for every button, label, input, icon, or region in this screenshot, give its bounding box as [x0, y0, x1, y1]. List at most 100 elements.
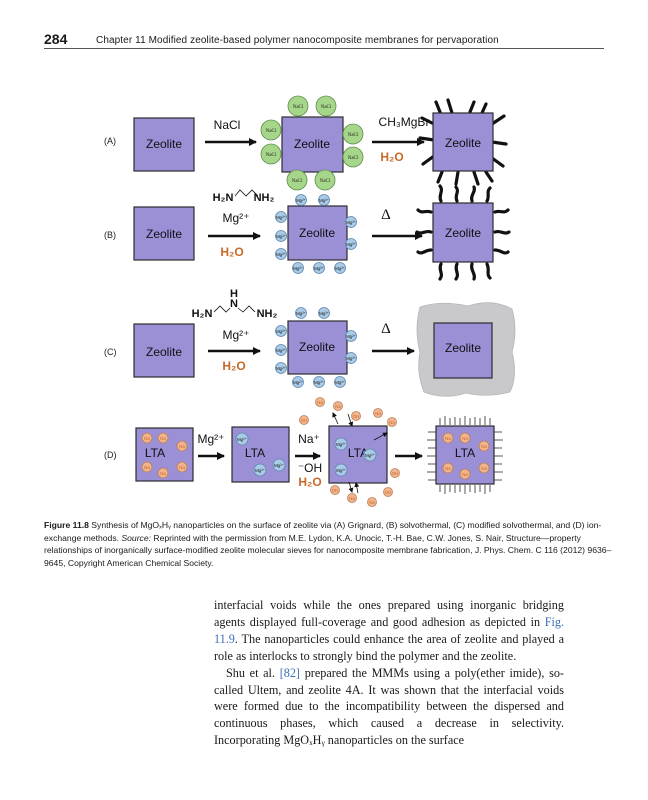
svg-text:Na: Na	[445, 466, 451, 471]
svg-text:Mg²⁺: Mg²⁺	[296, 311, 307, 316]
figure-11-8: .blk { fill:#9b8fd6; stroke:#2c2c2c; str…	[104, 95, 516, 507]
panel-b-diamine: H₂N NH₂	[213, 189, 275, 204]
svg-text:Mg²⁺: Mg²⁺	[255, 468, 266, 473]
panel-a-label: (A)	[104, 136, 116, 146]
panel-d-third-label: LTA	[348, 446, 368, 460]
svg-text:Na: Na	[179, 465, 185, 470]
panel-d-hair-fringe	[427, 416, 503, 494]
panel-a-zeolite-end	[432, 112, 494, 172]
svg-text:Mg²⁺: Mg²⁺	[314, 380, 325, 385]
svg-text:Mg²⁺: Mg²⁺	[365, 453, 376, 458]
svg-text:Mg²⁺: Mg²⁺	[296, 198, 307, 203]
panel-d-second-label: LTA	[245, 446, 265, 460]
svg-text:Na: Na	[349, 496, 355, 501]
caption-label: Figure 11.8	[44, 520, 89, 530]
svg-text:H: H	[230, 288, 238, 300]
caption-source-text: Reprinted with the permission from M.E. …	[44, 532, 612, 568]
panel-a-nacl-particles: NaCl NaCl NaCl NaCl NaCl NaCl NaCl NaCl	[260, 95, 364, 191]
page-number: 284	[44, 31, 68, 47]
panel-a-zeolite-start	[133, 117, 195, 172]
panel-d-exchange-arrows	[332, 412, 388, 494]
svg-text:Mg²⁺: Mg²⁺	[314, 266, 325, 271]
figure-link[interactable]: Fig. 11.9	[214, 614, 564, 646]
reference-link[interactable]: [82]	[279, 665, 300, 680]
svg-text:Mg²⁺: Mg²⁺	[346, 334, 357, 339]
svg-text:NaCl: NaCl	[348, 133, 359, 138]
paragraph-1: interfacial voids while the ones prepare…	[214, 598, 564, 663]
chapter-title: Chapter 11 Modified zeolite-based polyme…	[96, 35, 499, 46]
svg-text:Na: Na	[179, 444, 185, 449]
svg-text:Na: Na	[369, 500, 375, 505]
panel-d-water: H₂O	[298, 475, 321, 489]
panel-b-zeolite-middle	[287, 205, 348, 261]
panel-a-grignard-reagent: CH₃MgBr	[379, 115, 430, 129]
svg-text:Na: Na	[481, 444, 487, 449]
panel-d-third-mg: Mg²⁺ Mg²⁺ Mg²⁺	[334, 437, 377, 477]
svg-text:Mg²⁺: Mg²⁺	[276, 348, 287, 353]
svg-text:OH: OH	[332, 488, 339, 493]
panel-b-heat: Δ	[381, 207, 391, 223]
panel-c-zeolite-start	[133, 323, 195, 378]
svg-text:NaCl: NaCl	[348, 156, 359, 161]
svg-text:Na: Na	[160, 436, 166, 441]
svg-text:Mg²⁺: Mg²⁺	[336, 468, 347, 473]
svg-text:OH: OH	[392, 471, 399, 476]
svg-text:Na: Na	[375, 411, 381, 416]
panel-b-water: H₂O	[220, 245, 243, 259]
body-text: interfacial voids while the ones prepare…	[214, 597, 564, 749]
panel-d-hydroxide: ⁻OH	[298, 461, 322, 475]
svg-text:NH₂: NH₂	[254, 192, 275, 204]
svg-text:Mg²⁺: Mg²⁺	[336, 442, 347, 447]
panel-b-ion: Mg²⁺	[223, 211, 250, 225]
svg-text:NaCl: NaCl	[292, 179, 303, 184]
svg-text:Na: Na	[481, 466, 487, 471]
panel-d-released-ions: Na Na OH Na Na OH OH OH Na Na OH	[299, 397, 400, 507]
svg-text:Mg²⁺: Mg²⁺	[293, 380, 304, 385]
panel-c-water: H₂O	[222, 359, 245, 373]
svg-text:Mg²⁺: Mg²⁺	[319, 311, 330, 316]
panel-d-start-na: Na Na Na Na Na Na	[141, 432, 188, 479]
svg-text:Mg²⁺: Mg²⁺	[319, 198, 330, 203]
svg-text:Na: Na	[144, 436, 150, 441]
svg-text:NaCl: NaCl	[321, 105, 332, 110]
svg-text:Mg²⁺: Mg²⁺	[276, 366, 287, 371]
panel-b-middle-label: Zeolite	[299, 226, 335, 240]
panel-c-mg-particles: Mg²⁺ Mg²⁺ Mg²⁺ Mg²⁺ Mg²⁺ Mg²⁺ Mg²⁺ Mg²⁺ …	[275, 307, 357, 388]
svg-text:H₂N: H₂N	[192, 308, 213, 320]
panel-c-label: (C)	[104, 347, 117, 357]
panel-d-sodium-reagent: Na⁺	[298, 432, 320, 446]
svg-text:Na: Na	[335, 404, 341, 409]
svg-text:NaCl: NaCl	[266, 153, 277, 158]
panel-c-zeolite-middle	[287, 320, 348, 375]
svg-text:Na: Na	[317, 400, 323, 405]
svg-text:N: N	[230, 298, 238, 310]
panel-d-start-label: LTA	[145, 446, 165, 460]
svg-text:Na: Na	[462, 472, 468, 477]
svg-text:Na: Na	[445, 436, 451, 441]
panel-c-middle-label: Zeolite	[299, 340, 335, 354]
panel-a-end-label: Zeolite	[445, 136, 481, 150]
panel-d-end-label: LTA	[455, 446, 475, 460]
svg-text:Mg²⁺: Mg²⁺	[276, 234, 287, 239]
panel-b-start-label: Zeolite	[146, 227, 182, 241]
svg-text:NaCl: NaCl	[320, 179, 331, 184]
svg-text:Mg²⁺: Mg²⁺	[335, 380, 346, 385]
svg-text:H₂N: H₂N	[213, 192, 234, 204]
svg-text:Na: Na	[389, 420, 395, 425]
svg-text:OH: OH	[385, 490, 392, 495]
svg-text:OH: OH	[353, 414, 360, 419]
svg-text:Mg²⁺: Mg²⁺	[274, 463, 285, 468]
svg-text:NaCl: NaCl	[293, 105, 304, 110]
panel-a-middle-label: Zeolite	[294, 137, 330, 151]
svg-text:Mg²⁺: Mg²⁺	[276, 329, 287, 334]
panel-c-triamine: H N H₂N NH₂	[192, 288, 278, 320]
svg-text:Mg²⁺: Mg²⁺	[335, 266, 346, 271]
panel-b-bristles	[415, 184, 511, 281]
panel-a-bristles	[418, 98, 508, 186]
panel-c-heat: Δ	[381, 321, 391, 337]
svg-text:Mg²⁺: Mg²⁺	[276, 252, 287, 257]
panel-a-reagent: NaCl	[214, 118, 241, 132]
svg-text:Mg²⁺: Mg²⁺	[346, 242, 357, 247]
svg-text:Na: Na	[462, 436, 468, 441]
panel-a-start-label: Zeolite	[146, 137, 182, 151]
